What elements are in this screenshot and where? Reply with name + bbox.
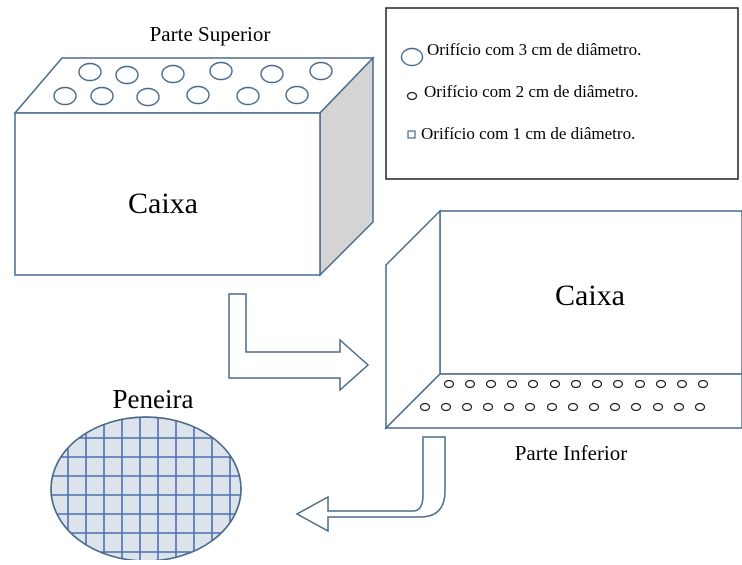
hole-large-icon bbox=[285, 85, 309, 105]
hole-small-icon bbox=[506, 379, 518, 389]
lower-box-bottom-face bbox=[384, 373, 742, 429]
hole-small-icon bbox=[652, 402, 664, 412]
hole-small-icon bbox=[694, 402, 706, 412]
hole-small-icon bbox=[609, 402, 621, 412]
hole-large-icon bbox=[186, 85, 210, 105]
hole-large-icon bbox=[53, 86, 77, 106]
hole-large-icon bbox=[78, 62, 102, 82]
upper-box-front-face bbox=[14, 112, 321, 276]
sieve-label: Peneira bbox=[113, 384, 194, 414]
hole-large-icon bbox=[90, 86, 114, 106]
hole-large-icon bbox=[136, 87, 160, 107]
hole-small-icon bbox=[485, 379, 497, 389]
hole-large-icon bbox=[209, 61, 233, 81]
arrow-curved-left-icon bbox=[295, 436, 446, 533]
arrow-right-icon bbox=[228, 293, 370, 392]
hole-small-icon bbox=[634, 379, 646, 389]
hole-small-icon bbox=[570, 379, 582, 389]
lower-box-back-face bbox=[439, 210, 742, 375]
hole-small-icon bbox=[697, 379, 709, 389]
hole-large-icon bbox=[115, 65, 139, 85]
hole-large-icon bbox=[236, 86, 260, 106]
large-circle-icon bbox=[400, 47, 424, 67]
lower-box-label: Caixa bbox=[555, 279, 625, 312]
hole-large-icon bbox=[260, 64, 284, 84]
bottom-part-label: Parte Inferior bbox=[515, 441, 628, 465]
lower-box: Caixa bbox=[384, 209, 742, 465]
hole-small-icon bbox=[461, 402, 473, 412]
hole-small-icon bbox=[546, 402, 558, 412]
hole-small-icon bbox=[443, 379, 455, 389]
upper-box-label: Caixa bbox=[128, 187, 198, 220]
legend-item-1cm: Orifício com 1 cm de diâmetro. bbox=[421, 124, 635, 143]
hole-small-icon bbox=[503, 402, 515, 412]
hole-small-icon bbox=[655, 379, 667, 389]
hole-small-icon bbox=[588, 402, 600, 412]
hole-small-icon bbox=[549, 379, 561, 389]
hole-small-icon bbox=[524, 402, 536, 412]
hole-small-icon bbox=[567, 402, 579, 412]
hole-large-icon bbox=[161, 64, 185, 84]
legend-item-2cm: Orifício com 2 cm de diâmetro. bbox=[424, 82, 638, 101]
legend: Orifício com 3 cm de diâmetro. Orifício … bbox=[385, 7, 739, 180]
small-circle-icon bbox=[406, 91, 418, 101]
hole-small-icon bbox=[630, 402, 642, 412]
upper-box: Parte Superior Caixa bbox=[13, 22, 375, 277]
hole-small-icon bbox=[676, 379, 688, 389]
legend-item-3cm: Orifício com 3 cm de diâmetro. bbox=[427, 40, 641, 59]
hole-small-icon bbox=[440, 402, 452, 412]
hole-large-icon bbox=[309, 61, 333, 81]
hole-small-icon bbox=[527, 379, 539, 389]
small-square-icon bbox=[407, 130, 416, 139]
hole-small-icon bbox=[419, 402, 431, 412]
hole-small-icon bbox=[612, 379, 624, 389]
upper-holes bbox=[53, 61, 333, 107]
legend-box bbox=[385, 7, 739, 180]
hole-small-icon bbox=[482, 402, 494, 412]
sieve: Peneira bbox=[50, 384, 242, 562]
top-part-label: Parte Superior bbox=[150, 22, 271, 46]
lower-holes bbox=[419, 379, 709, 412]
hole-small-icon bbox=[464, 379, 476, 389]
hole-small-icon bbox=[673, 402, 685, 412]
hole-small-icon bbox=[591, 379, 603, 389]
